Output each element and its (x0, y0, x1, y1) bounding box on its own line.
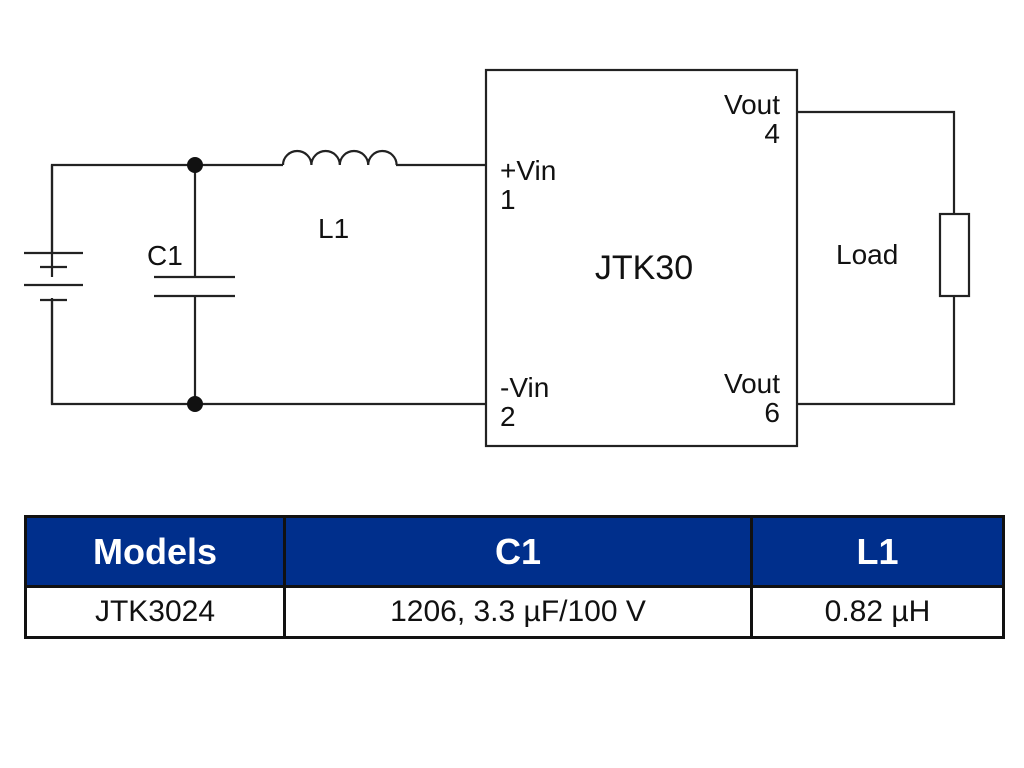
pin-vout-bottom-number: 6 (764, 397, 780, 428)
capacitor-c1-symbol (154, 165, 235, 404)
table-row: JTK3024 1206, 3.3 µF/100 V 0.82 µH (24, 585, 1005, 639)
wire-vout-top (797, 110, 956, 214)
pin-vin-pos-name: +Vin (500, 155, 556, 186)
load-label: Load (836, 239, 898, 270)
inductor-label: L1 (318, 213, 349, 244)
table-header-row: Models C1 L1 (24, 515, 1005, 588)
junction-dot-bottom (187, 396, 203, 412)
circuit-schematic: C1 L1 JTK30 +Vin 1 -Vin 2 Vout 4 Vout 6 … (24, 68, 971, 448)
junction-dot-top (187, 157, 203, 173)
column-header-c1: C1 (283, 515, 753, 588)
pin-vout-bottom-name: Vout (724, 368, 780, 399)
battery-symbol (24, 165, 83, 404)
pin-vout-top-name: Vout (724, 89, 780, 120)
component-spec-table: Models C1 L1 JTK3024 1206, 3.3 µF/100 V … (24, 515, 1005, 639)
pin-vin-neg-number: 2 (500, 401, 516, 432)
inductor-l1-symbol (281, 149, 398, 166)
column-header-l1: L1 (750, 515, 1005, 588)
capacitor-label: C1 (147, 240, 183, 271)
cell-c1-value: 1206, 3.3 µF/100 V (283, 585, 753, 639)
module-name: JTK30 (595, 249, 693, 287)
column-header-models: Models (24, 515, 286, 588)
cell-l1-value: 0.82 µH (750, 585, 1005, 639)
wire-bottom-left (50, 298, 486, 406)
module-box (484, 68, 799, 448)
pin-vout-top-number: 4 (764, 118, 780, 149)
pin-vin-neg-name: -Vin (500, 372, 549, 403)
cell-model: JTK3024 (24, 585, 286, 639)
pin-vin-pos-number: 1 (500, 184, 516, 215)
wire-vout-bottom (797, 296, 956, 406)
load-resistor-symbol (938, 212, 971, 298)
